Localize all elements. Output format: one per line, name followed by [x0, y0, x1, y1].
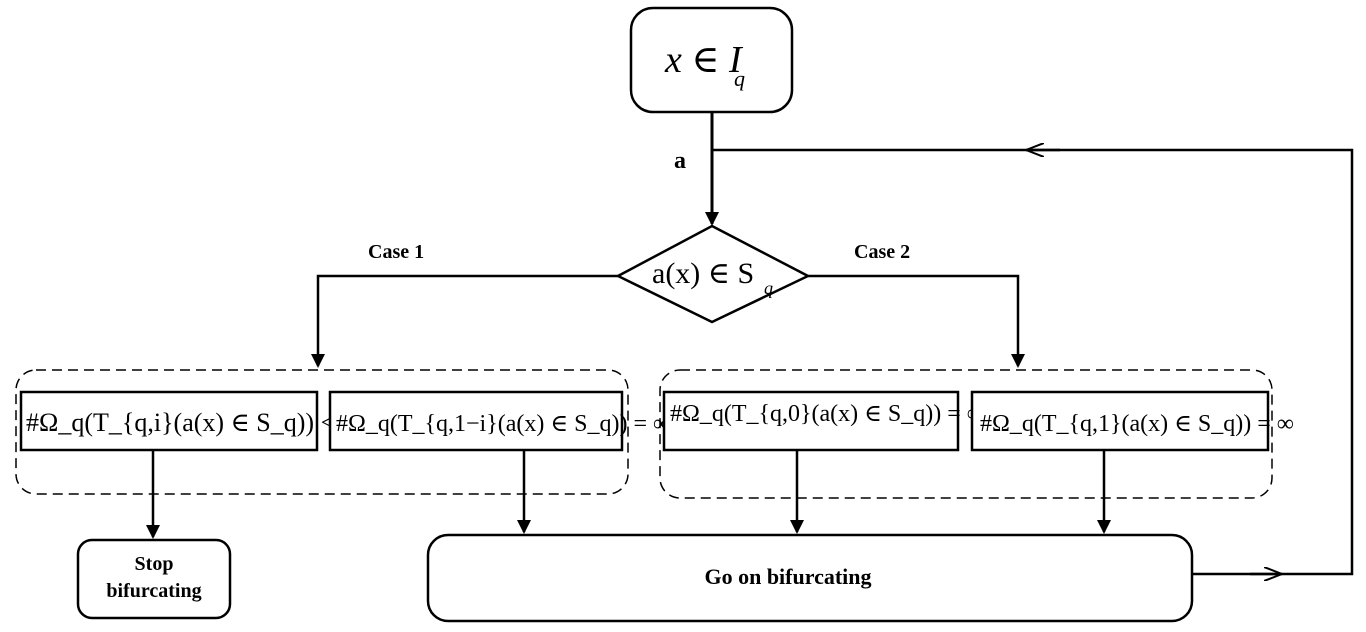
case-1-box-finite — [19, 390, 319, 452]
case-2-box-one-text: #Ω_q(T_{q,1}(a(x) ∈ S_q)) = ∞ — [980, 411, 1294, 437]
case-1-box-infinite-text: #Ω_q(T_{q,1−i}(a(x) ∈ S_q)) = ∞ — [336, 411, 670, 437]
case-1-box-finite-text: #Ω_q(T_{q,i}(a(x) ∈ S_q)) < ∞ — [26, 408, 360, 437]
go-on-node-text: Go on bifurcating — [704, 564, 871, 589]
edge-feedback-loop — [712, 150, 1354, 574]
start-node-text: x ∈ I — [664, 39, 744, 81]
stop-node-line-1: Stop — [135, 553, 174, 575]
case-2-box-one — [970, 390, 1270, 452]
start-node-subscript: q — [734, 66, 745, 91]
go-on-node: Go on bifurcating — [426, 533, 1194, 623]
decision-subscript: q — [764, 278, 773, 298]
case-1-box-infinite — [328, 390, 624, 452]
decision-text: a(x) ∈ S — [652, 257, 754, 290]
decision-node: a(x) ∈ S q — [615, 224, 811, 324]
case-2-group: #Ω_q(T_{q,0}(a(x) ∈ S_q)) = ∞ #Ω_q(T_{q,… — [659, 369, 1294, 499]
stop-node-line-2: bifurcating — [106, 580, 201, 602]
start-node: x ∈ I q — [629, 6, 794, 114]
case-1-label: Case 1 — [368, 241, 424, 263]
edge-decision-to-case-2 — [808, 274, 1025, 368]
case-2-box-zero-text: #Ω_q(T_{q,0}(a(x) ∈ S_q)) = ∞ — [670, 401, 984, 427]
case-2-label: Case 2 — [854, 241, 910, 263]
edge-decision-to-case-1 — [311, 274, 618, 368]
stop-node: Stop bifurcating — [76, 538, 232, 620]
case-2-box-zero — [662, 390, 960, 452]
edge-label-a: a — [674, 148, 686, 174]
case-1-group: #Ω_q(T_{q,i}(a(x) ∈ S_q)) < ∞ #Ω_q(T_{q,… — [15, 369, 670, 495]
